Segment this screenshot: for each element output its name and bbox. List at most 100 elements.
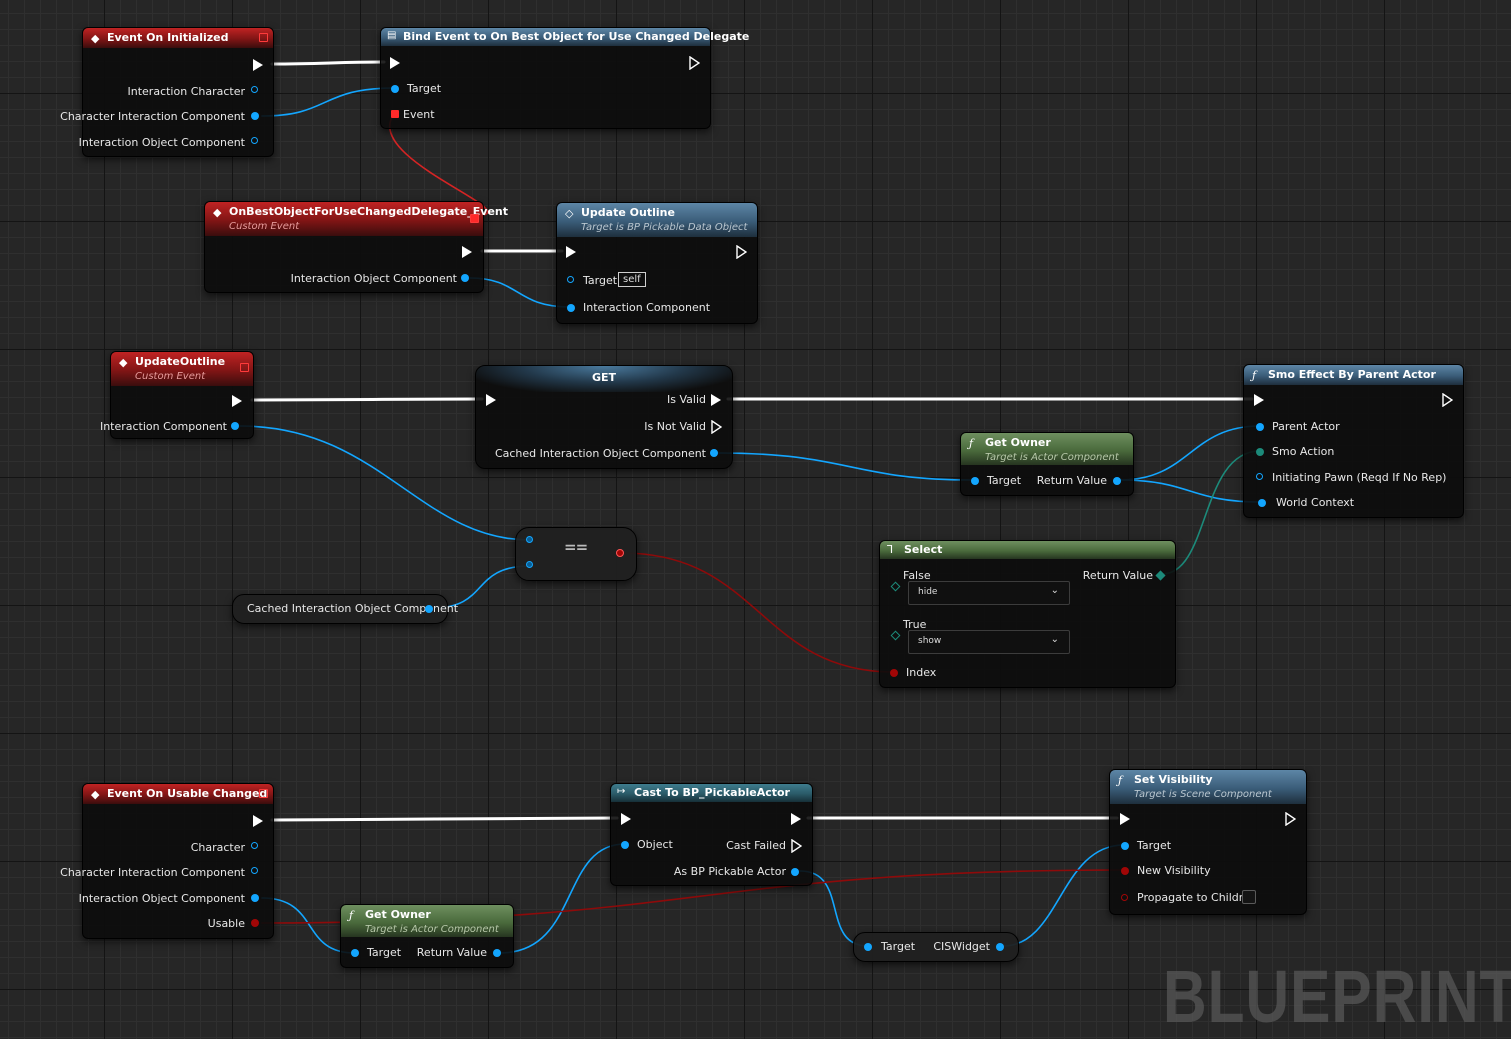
target-pin[interactable] [567, 276, 574, 283]
object-pin[interactable] [621, 841, 629, 849]
exec-in-pin[interactable] [621, 813, 631, 825]
propagate-to-children-checkbox[interactable] [1242, 890, 1256, 904]
pin-label: Is Not Valid [644, 420, 706, 433]
false-option-pin[interactable] [890, 581, 901, 592]
dropdown-value: show [918, 636, 942, 646]
set-visibility-node[interactable]: ƒ Set Visibility Target is Scene Compone… [1109, 769, 1307, 915]
delegate-output-icon[interactable] [240, 363, 249, 372]
character-interaction-component-pin[interactable] [251, 867, 258, 874]
object-wire [239, 425, 531, 541]
object-wire [717, 452, 975, 481]
new-visibility-pin[interactable] [1121, 867, 1129, 875]
event-diamond-icon: ◆ [213, 206, 222, 219]
true-value-dropdown[interactable]: show ⌄ [908, 630, 1070, 654]
delegate-output-icon[interactable] [470, 214, 479, 223]
equal-input-b-pin[interactable] [526, 561, 533, 568]
exec-in-pin[interactable] [1120, 813, 1130, 825]
true-option-pin[interactable] [890, 630, 901, 641]
pin-label: Character Interaction Component [60, 110, 245, 123]
exec-out-pin[interactable] [689, 55, 701, 73]
event-on-usable-changed-node[interactable]: ◆ Event On Usable Changed Character Char… [60, 783, 274, 939]
pin-label: Return Value [416, 946, 487, 959]
target-pin[interactable] [351, 949, 359, 957]
return-value-pin[interactable] [493, 949, 501, 957]
exec-in-pin[interactable] [566, 246, 576, 258]
pin-label: False [903, 569, 931, 582]
false-value-dropdown[interactable]: hide ⌄ [908, 581, 1070, 605]
index-pin[interactable] [890, 669, 898, 677]
exec-out-pin[interactable] [253, 815, 263, 827]
on-best-object-changed-event-node[interactable]: ◆ OnBestObjectForUseChangedDelegate_Even… [204, 201, 508, 293]
return-value-pin[interactable] [1113, 477, 1121, 485]
usable-pin[interactable] [251, 919, 259, 927]
node-title: Update Outline [581, 206, 675, 219]
smo-action-pin[interactable] [1256, 448, 1264, 456]
return-value-pin[interactable] [1155, 570, 1166, 581]
get-validated-node[interactable]: GET Is Valid Is Not Valid Cached Interac… [475, 365, 733, 469]
cast-failed-exec-pin[interactable] [791, 838, 803, 856]
node-title: Event On Initialized [107, 31, 229, 44]
exec-out-pin[interactable] [736, 244, 748, 262]
function-icon: ƒ [1118, 774, 1123, 787]
select-node[interactable]: ⅂ Select False hide ⌄ Return Value True … [879, 540, 1176, 688]
smo-effect-by-parent-actor-node[interactable]: ƒ Smo Effect By Parent Actor Parent Acto… [1243, 364, 1464, 518]
is-valid-exec-pin[interactable] [711, 394, 721, 406]
character-interaction-component-pin[interactable] [251, 112, 259, 120]
character-pin[interactable] [251, 842, 258, 849]
world-context-pin[interactable] [1258, 499, 1266, 507]
ciswidget-pin[interactable] [996, 943, 1004, 951]
cached-interaction-object-component-pin[interactable] [710, 449, 718, 457]
pin-label: As BP Pickable Actor [673, 865, 786, 878]
interaction-component-pin[interactable] [567, 304, 575, 312]
pin-label: Return Value [1036, 474, 1107, 487]
bind-event-node[interactable]: ▤ Bind Event to On Best Object for Use C… [380, 27, 749, 129]
cast-to-bp-pickableactor-node[interactable]: ↦ Cast To BP_PickableActor Object Cast F… [610, 783, 813, 886]
exec-out-pin[interactable] [253, 59, 263, 71]
target-pin[interactable] [971, 477, 979, 485]
node-subtitle: Custom Event [135, 371, 206, 382]
delegate-output-icon[interactable] [259, 789, 268, 798]
initiating-pawn-pin[interactable] [1256, 473, 1263, 480]
is-not-valid-exec-pin[interactable] [711, 419, 723, 437]
node-header: ƒ Smo Effect By Parent Actor [1244, 365, 1463, 385]
exec-in-pin[interactable] [1254, 394, 1264, 406]
exec-out-pin[interactable] [232, 395, 242, 407]
parent-actor-pin[interactable] [1256, 423, 1264, 431]
equal-symbol: == [564, 538, 588, 556]
interaction-object-component-pin[interactable] [461, 274, 469, 282]
equal-operator-node[interactable]: == [515, 527, 637, 581]
exec-out-pin[interactable] [1442, 392, 1454, 410]
get-owner-node[interactable]: ƒ Get Owner Target is Actor Component Ta… [960, 432, 1134, 496]
exec-in-pin[interactable] [486, 394, 496, 406]
propagate-to-children-pin[interactable] [1121, 894, 1128, 901]
event-delegate-pin[interactable] [391, 110, 399, 118]
target-default-value[interactable]: self [618, 272, 646, 287]
exec-out-pin[interactable] [462, 246, 472, 258]
exec-out-pin[interactable] [791, 813, 801, 825]
target-pin[interactable] [391, 85, 399, 93]
node-title: Bind Event to On Best Object for Use Cha… [403, 30, 750, 43]
delegate-output-icon[interactable] [259, 33, 268, 42]
event-on-initialized-node[interactable]: ◆ Event On Initialized Interaction Chara… [60, 27, 274, 157]
exec-in-pin[interactable] [390, 57, 400, 69]
target-pin[interactable] [1121, 842, 1129, 850]
node-title: OnBestObjectForUseChangedDelegate_Event [229, 205, 508, 218]
update-outline-call-node[interactable]: ◇ Update Outline Target is BP Pickable D… [556, 202, 758, 324]
interaction-component-pin[interactable] [231, 422, 239, 430]
interaction-object-component-pin[interactable] [251, 137, 258, 144]
equal-input-a-pin[interactable] [526, 536, 533, 543]
target-pin[interactable] [864, 943, 872, 951]
node-title: GET [591, 371, 617, 384]
exec-out-pin[interactable] [1285, 811, 1297, 829]
interaction-object-component-pin[interactable] [251, 894, 259, 902]
as-bp-pickable-actor-pin[interactable] [791, 868, 799, 876]
pin-label: Target [881, 940, 916, 953]
equal-result-pin[interactable] [616, 549, 624, 557]
cached-interaction-object-component-variable[interactable]: Cached Interaction Object Component [232, 594, 458, 624]
update-outline-event-node[interactable]: ◆ UpdateOutline Custom Event Interaction… [100, 351, 254, 439]
pin-label: Parent Actor [1272, 420, 1340, 433]
get-owner-node[interactable]: ƒ Get Owner Target is Actor Component Ta… [340, 904, 514, 968]
interaction-character-pin[interactable] [251, 86, 258, 93]
variable-output-pin[interactable] [425, 605, 433, 613]
ciswidget-getter-node[interactable]: Target CISWidget [853, 932, 1019, 962]
